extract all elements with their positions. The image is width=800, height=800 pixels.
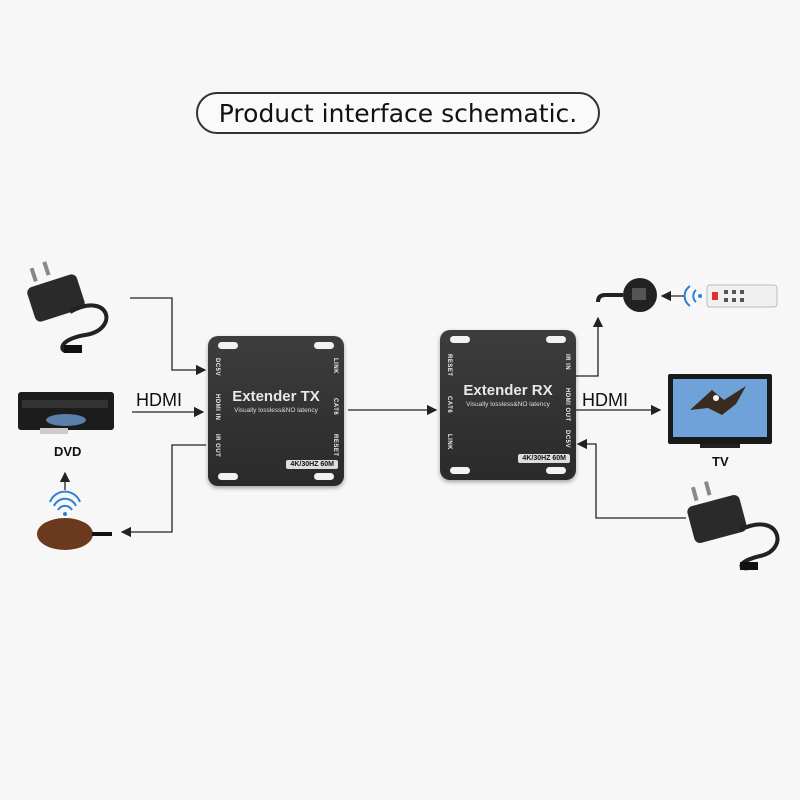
power-adapter-right-icon	[687, 481, 780, 571]
rx-port-link: LINK	[446, 434, 452, 450]
rx-name: Extender RX	[463, 382, 553, 399]
tx-port-reset: RESET	[332, 434, 338, 457]
dvd-label: DVD	[54, 444, 82, 459]
tx-port-ir-out: IR OUT	[214, 434, 220, 458]
ir-emitter-icon	[596, 278, 657, 312]
hdmi-label-left: HDMI	[136, 390, 182, 410]
tx-port-link: LINK	[332, 358, 338, 374]
rx-port-ir-in: IR IN	[564, 354, 570, 371]
tx-port-hdmi-in: HDMI IN	[214, 394, 220, 421]
rx-port-cat6: CAT6	[446, 396, 452, 414]
hdmi-label-right: HDMI	[582, 390, 628, 410]
tx-name: Extender TX	[232, 388, 320, 405]
dvd-player-icon	[18, 392, 114, 434]
title-banner: Product interface schematic.	[196, 92, 600, 134]
rx-port-reset: RESET	[446, 354, 452, 377]
rx-port-dc5v: DC5V	[564, 430, 570, 449]
rx-subtitle: Visually lossless&NO latency	[466, 401, 550, 408]
tv-icon	[668, 374, 772, 448]
tx-port-dc5v: DC5V	[214, 358, 220, 377]
extender-tx-box: DC5V HDMI IN IR OUT LINK CAT6 RESET Exte…	[208, 336, 344, 486]
tv-label: TV	[712, 454, 729, 469]
rx-port-hdmi-out: HDMI OUT	[564, 388, 570, 422]
tx-subtitle: Visually lossless&NO latency	[234, 407, 318, 414]
title-text: Product interface schematic.	[218, 98, 578, 128]
tx-spec-badge: 4K/30HZ 60M	[286, 460, 338, 469]
power-adapter-left-icon	[27, 261, 109, 353]
ir-receiver-icon	[37, 490, 112, 550]
extender-rx-box: RESET CAT6 LINK IR IN HDMI OUT DC5V Exte…	[440, 330, 576, 480]
tx-port-cat6: CAT6	[332, 398, 338, 416]
rx-spec-badge: 4K/30HZ 60M	[518, 454, 570, 463]
remote-control-icon	[706, 284, 778, 308]
